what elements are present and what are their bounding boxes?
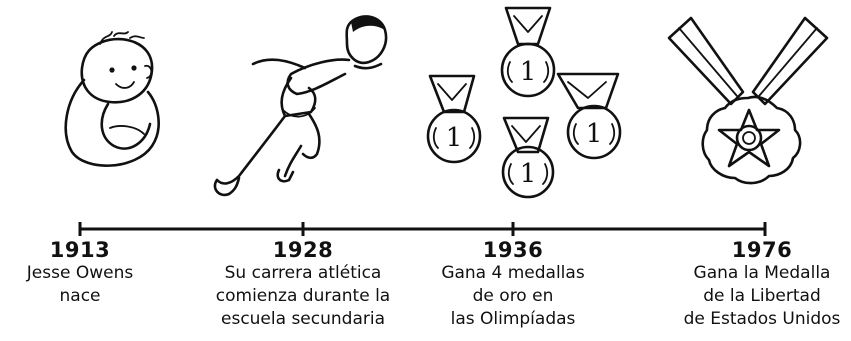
- svg-text:1: 1: [520, 159, 537, 189]
- svg-text:1: 1: [520, 57, 537, 87]
- baby-icon: [64, 31, 160, 167]
- event-1936: 1936 Gana 4 medallas de oro en las Olimp…: [441, 238, 584, 331]
- event-description: Jesse Owens nace: [26, 263, 134, 306]
- event-1976: 1976 Gana la Medalla de la Libertad de E…: [684, 238, 841, 331]
- gold-medals-icon: 1 1 1 1: [426, 6, 622, 199]
- event-description: Gana la Medalla de la Libertad de Estado…: [683, 263, 841, 329]
- medal-left: 1: [426, 108, 482, 164]
- medal-of-freedom-icon: [667, 16, 829, 185]
- medal-right: 1: [566, 104, 622, 160]
- event-1913: 1913 Jesse Owens nace: [27, 238, 133, 308]
- event-description: Gana 4 medallas de oro en las Olimpíadas: [441, 263, 585, 329]
- svg-text:1: 1: [446, 123, 463, 153]
- event-1928: 1928 Su carrera atlética comienza durant…: [216, 238, 390, 331]
- event-year: 1928: [272, 238, 334, 262]
- svg-text:1: 1: [586, 119, 603, 149]
- medal-top: 1: [500, 42, 556, 98]
- medal-bottom: 1: [501, 145, 555, 199]
- event-year: 1913: [49, 238, 111, 262]
- sprinter-icon: [213, 15, 388, 197]
- event-description: Su carrera atlética comienza durante la …: [215, 263, 391, 329]
- event-year: 1976: [731, 238, 793, 262]
- event-year: 1936: [482, 238, 544, 262]
